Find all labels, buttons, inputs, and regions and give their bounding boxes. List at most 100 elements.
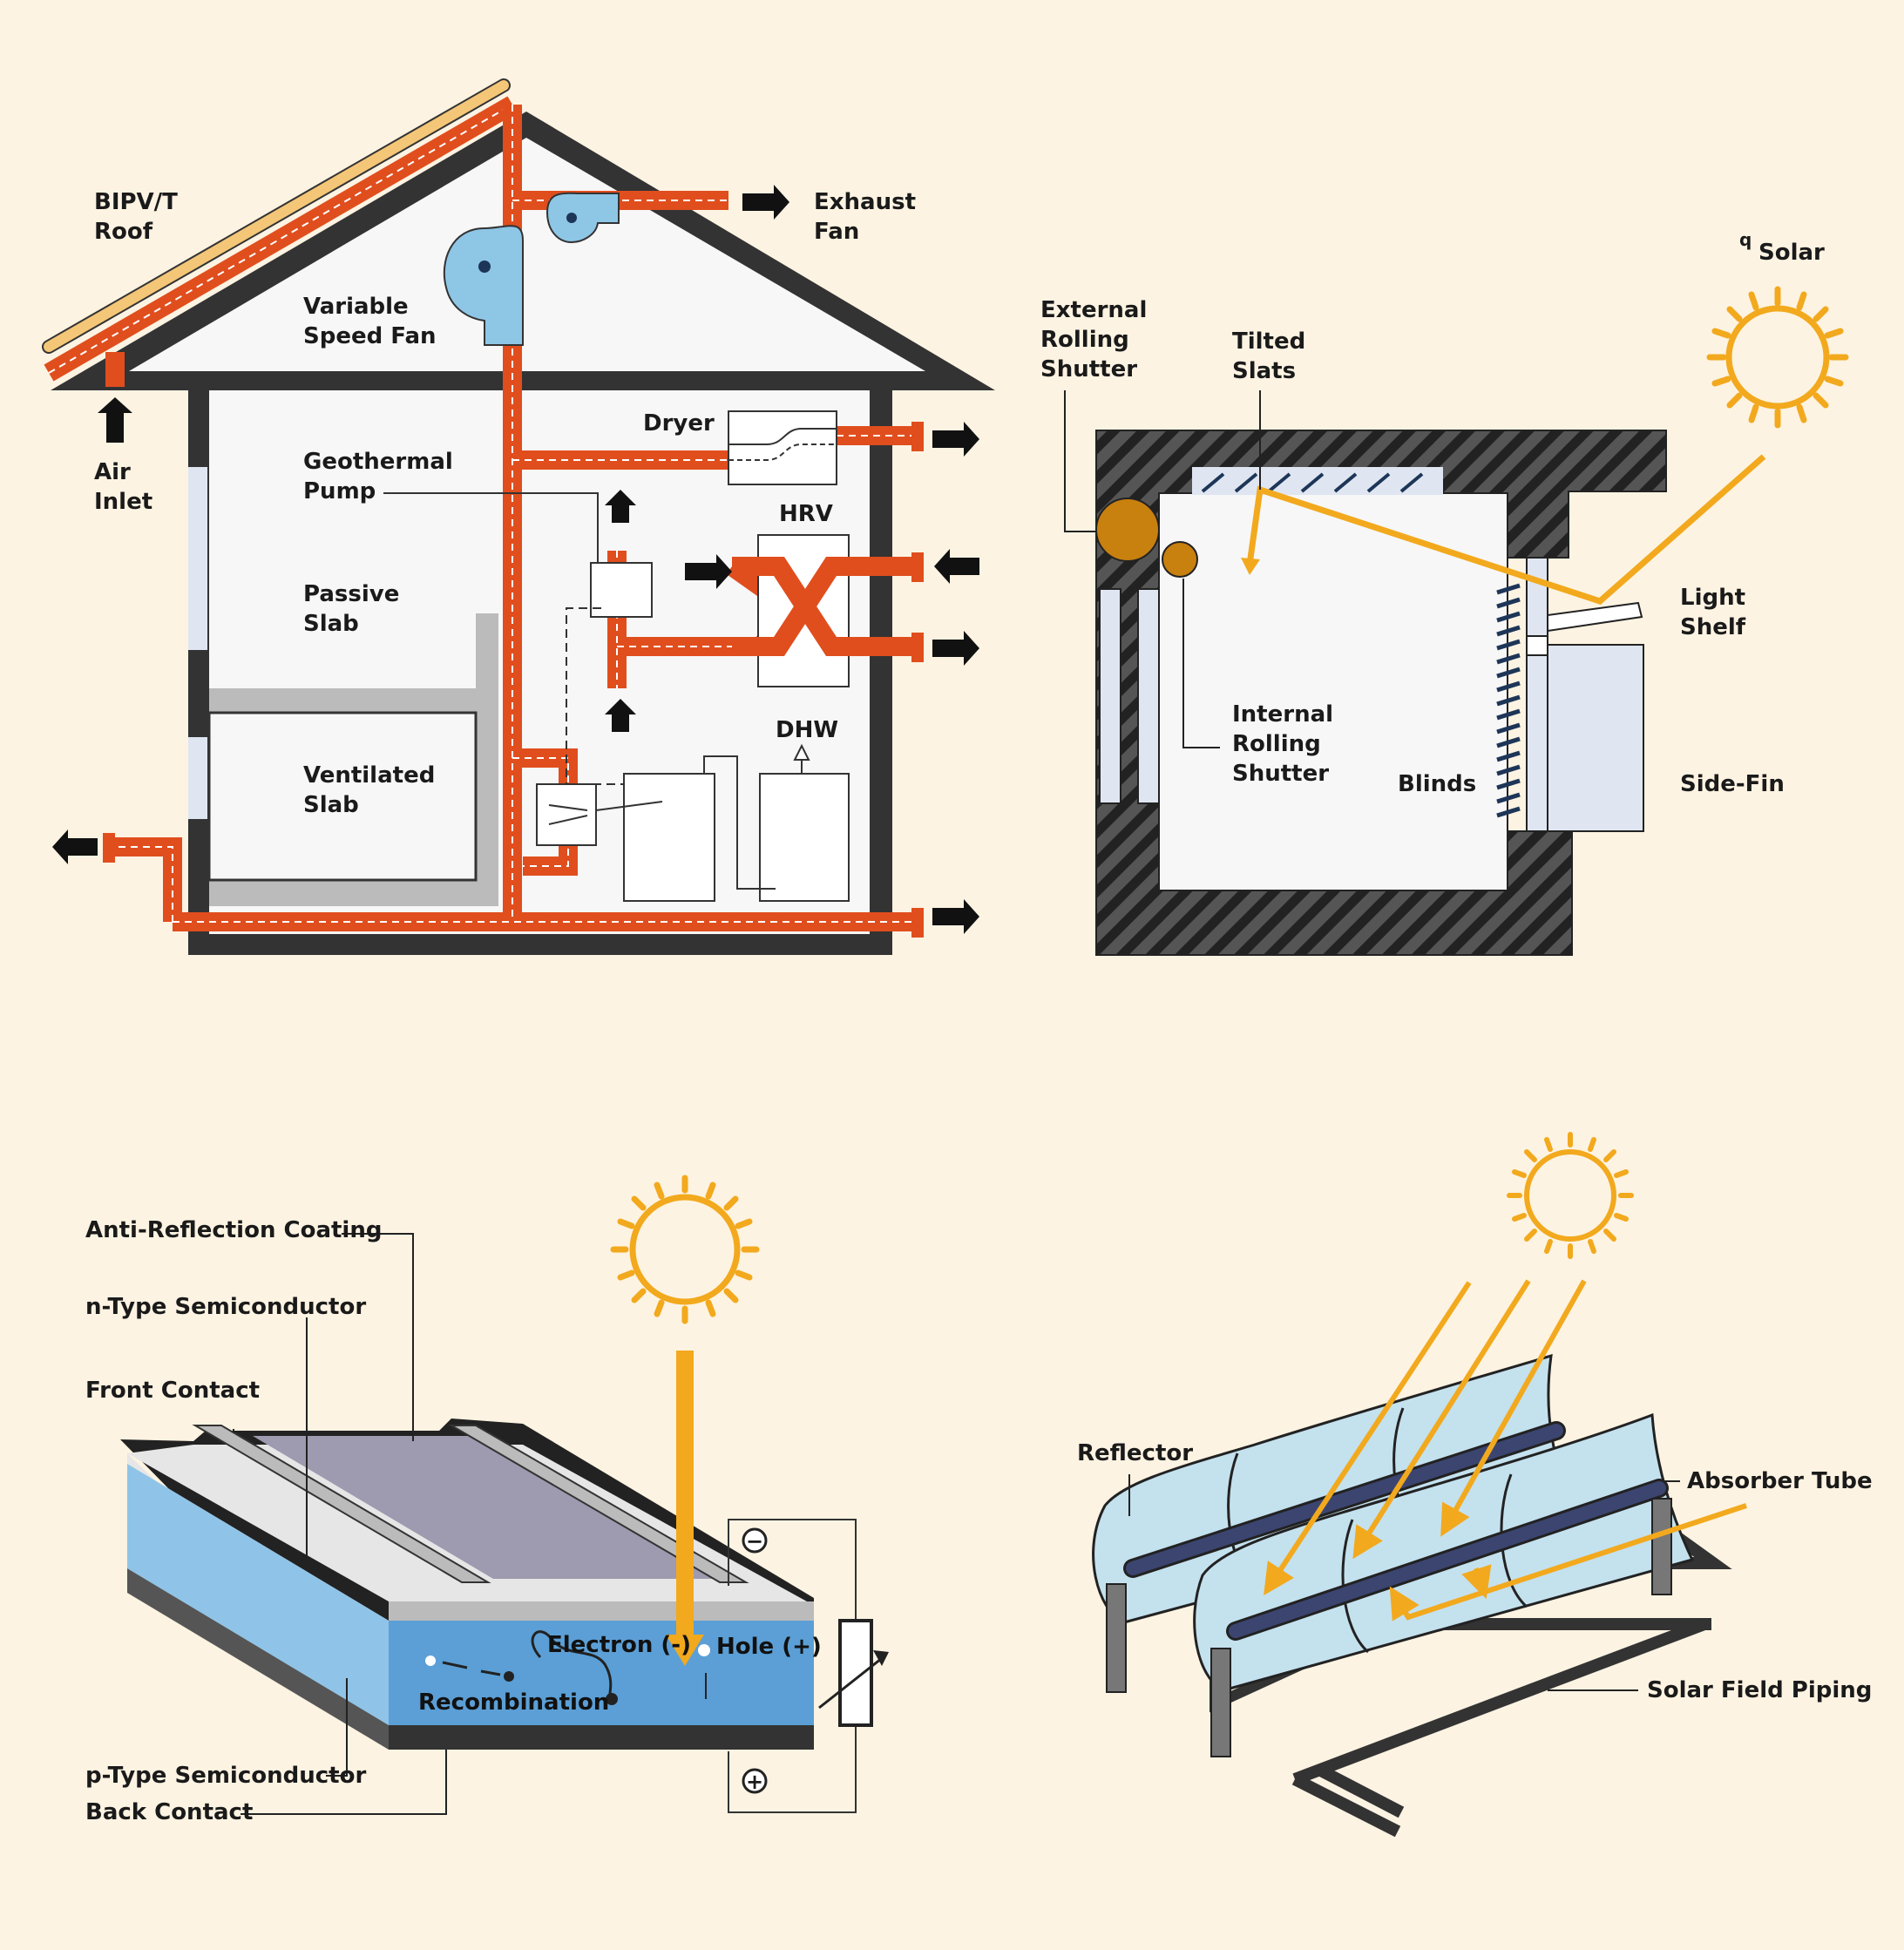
geothermal-pump-box <box>590 562 653 618</box>
label-side-fin: Side-Fin <box>1680 771 1785 797</box>
pv-load-resistor <box>838 1619 873 1727</box>
label-bipvt-1: BIPV/T <box>94 189 178 215</box>
arrow-air-inlet-icon <box>98 397 132 443</box>
external-shutter-roll <box>1095 498 1160 562</box>
heat-exchanger <box>536 783 597 846</box>
trough-sun-icon <box>1507 1132 1634 1259</box>
label-geothermal-1: Geothermal <box>303 449 453 475</box>
arrow-dryer-icon <box>932 422 979 457</box>
tilted-slats-lines <box>1201 472 1424 493</box>
dhw-tank <box>759 773 850 902</box>
facade-sun-icon <box>1706 286 1849 429</box>
label-internal-shutter-1: Internal <box>1232 701 1333 728</box>
label-dryer: Dryer <box>643 410 715 437</box>
facade-window-right <box>1526 557 1548 832</box>
label-light-shelf-1: Light <box>1680 585 1745 611</box>
trough-sun-rays <box>1264 1279 1747 1622</box>
label-solar: Solar <box>1758 240 1825 266</box>
hole-dot <box>698 1644 710 1656</box>
label-tilted-slats-2: Slats <box>1232 358 1296 384</box>
trough-post <box>1210 1648 1231 1757</box>
pv-p-type-front <box>389 1621 814 1725</box>
label-external-shutter-3: Shutter <box>1040 356 1137 383</box>
pv-minus-icon <box>742 1527 768 1554</box>
pv-back-contact <box>389 1725 814 1750</box>
label-geothermal-2: Pump <box>303 478 376 504</box>
facade-window-inner <box>1137 588 1160 804</box>
variable-speed-fan-icon <box>443 225 524 346</box>
arrow-left-icon <box>52 829 98 864</box>
label-light-shelf-2: Shelf <box>1680 614 1746 640</box>
flow-arrows <box>52 185 979 934</box>
electron-dot <box>425 1655 436 1666</box>
label-absorber: Absorber Tube <box>1687 1468 1873 1494</box>
pv-circuit <box>728 1519 857 1813</box>
label-blinds: Blinds <box>1398 771 1476 797</box>
label-internal-shutter-3: Shutter <box>1232 761 1329 787</box>
pv-cell-diagram: − + Anti-Reflection Coating n-Type Semic… <box>85 1175 889 1825</box>
pv-plus-sign: + <box>746 1770 763 1794</box>
arrow-exhaust-icon <box>742 185 789 220</box>
label-p-type: p-Type Semiconductor <box>85 1763 366 1789</box>
label-q: q <box>1739 229 1752 250</box>
window-left-upper <box>188 467 207 650</box>
label-passive-slab-1: Passive <box>303 581 399 607</box>
dhw-arrow-icon <box>793 743 810 761</box>
label-dhw: DHW <box>776 717 838 743</box>
pv-front-contact-left <box>192 1425 491 1583</box>
arrow-hrv-out-icon <box>932 631 979 666</box>
trough-post <box>1106 1583 1127 1693</box>
blinds-lines <box>1496 583 1521 818</box>
label-air-inlet-1: Air <box>94 459 131 485</box>
label-recombination: Recombination <box>418 1689 609 1716</box>
label-ventilated-slab-1: Ventilated <box>303 762 435 789</box>
ventilated-slab-area <box>209 713 476 878</box>
label-hrv: HRV <box>779 501 833 527</box>
exhaust-fan-icon <box>545 192 620 244</box>
facade-room <box>1158 492 1508 891</box>
duct-cap-bottom <box>911 908 924 938</box>
attic <box>129 138 925 371</box>
storage-tank <box>623 773 715 902</box>
bipvt-panel <box>44 80 509 352</box>
facade-window-outer <box>1099 588 1121 804</box>
tilted-slats-window <box>1192 467 1443 495</box>
label-bipvt-2: Roof <box>94 219 153 245</box>
label-external-shutter-2: Rolling <box>1040 327 1129 353</box>
pv-p-type-side <box>127 1464 389 1725</box>
label-variable-fan-2: Speed Fan <box>303 323 437 349</box>
arrow-hrv-in-icon <box>934 549 979 584</box>
side-fin <box>1547 644 1644 832</box>
label-internal-shutter-2: Rolling <box>1232 731 1321 757</box>
parabolic-trough-diagram: Reflector Absorber Tube Solar Field Pipi… <box>1077 1132 1873 1838</box>
facade-diagram: q Solar External Rolling Shutter Tilted … <box>1040 229 1849 956</box>
label-n-type: n-Type Semiconductor <box>85 1294 366 1320</box>
pv-sun-ray <box>676 1351 694 1638</box>
facade-sun-ray <box>1246 454 1766 605</box>
trough-post <box>1651 1498 1672 1595</box>
arrow-pump-low-icon <box>605 699 636 732</box>
light-shelf <box>1547 601 1643 633</box>
label-front-contact: Front Contact <box>85 1378 260 1404</box>
label-hole: Hole (+) <box>716 1634 822 1660</box>
label-reflector: Reflector <box>1077 1440 1193 1466</box>
label-exhaust-2: Fan <box>814 219 859 245</box>
label-ventilated-slab-2: Slab <box>303 792 359 818</box>
label-piping: Solar Field Piping <box>1647 1677 1872 1703</box>
house-diagram: BIPV/T Roof Exhaust Fan Variable Speed F… <box>42 78 995 955</box>
label-air-inlet-2: Inlet <box>94 489 152 515</box>
label-exhaust-1: Exhaust <box>814 189 916 215</box>
label-external-shutter-1: External <box>1040 297 1147 323</box>
pv-anti-reflection-top <box>253 1436 739 1579</box>
dryer-box <box>728 410 837 485</box>
window-left-lower <box>188 737 207 819</box>
pv-plus-icon <box>742 1768 768 1794</box>
label-tilted-slats-1: Tilted <box>1232 328 1305 355</box>
arrow-pump-up-icon <box>605 490 636 523</box>
arrow-hrv-supply-icon <box>685 554 732 589</box>
pv-front-contact-right <box>448 1425 749 1583</box>
pv-sun-icon <box>610 1175 760 1324</box>
duct-cap-dryer <box>911 422 924 451</box>
duct-cap-left <box>103 833 115 863</box>
